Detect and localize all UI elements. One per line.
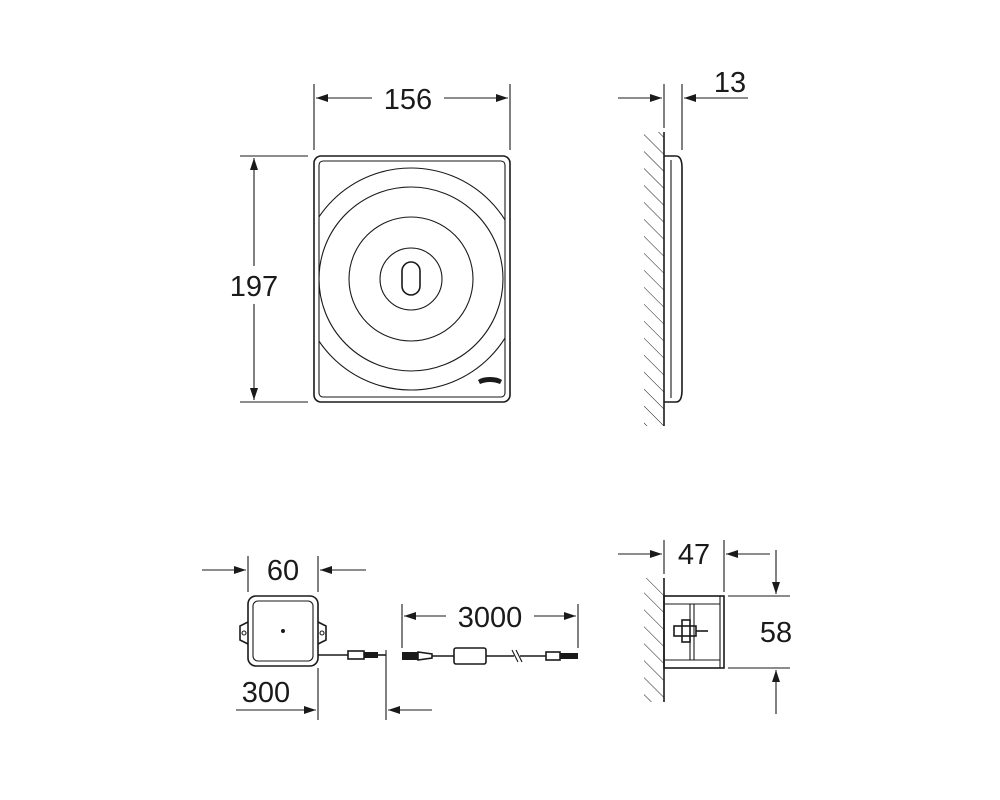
- dim-box-height: 58: [728, 550, 792, 714]
- front-view-plate: [313, 155, 511, 403]
- plate-outline: [313, 155, 511, 403]
- cable-plug-left: [402, 652, 418, 660]
- dim-label-47: 47: [678, 539, 710, 571]
- plate-inner-edge: [318, 160, 506, 398]
- dim-plate-width: 156: [313, 84, 511, 150]
- wall-hatch: [644, 132, 664, 426]
- dim-label-156: 156: [384, 84, 432, 116]
- side-view-plate: [644, 132, 683, 426]
- dim-box-depth: 47: [618, 539, 770, 592]
- outer-ring: [319, 167, 505, 391]
- dim-label-60: 60: [267, 555, 299, 587]
- box-profile: [663, 595, 725, 669]
- sensor-window: [379, 247, 443, 311]
- right-lug: [317, 621, 327, 645]
- box-front-view: [239, 595, 386, 667]
- connector-b: [364, 652, 378, 658]
- box-outline: [247, 595, 319, 667]
- box-center-mark: [281, 629, 285, 633]
- long-cable: [402, 647, 578, 665]
- dim-label-300: 300: [242, 677, 290, 709]
- left-lug: [239, 621, 249, 645]
- sensor-slot: [401, 261, 421, 296]
- cable-module: [453, 647, 487, 665]
- middle-ring: [319, 186, 504, 372]
- connector-a: [347, 650, 365, 660]
- dim-label-197: 197: [230, 271, 278, 303]
- logo-icon: [478, 377, 502, 384]
- dim-label-13: 13: [714, 67, 746, 99]
- dim-label-58: 58: [760, 617, 792, 649]
- dim-cable-short: 300: [236, 650, 432, 720]
- inner-ring: [348, 216, 474, 342]
- dim-box-width: 60: [202, 555, 366, 592]
- dim-plate-height: 197: [230, 155, 308, 403]
- cable-plug-right: [545, 651, 561, 661]
- dim-label-3000: 3000: [458, 602, 523, 634]
- box-fitting: [673, 625, 697, 637]
- wall-hatch-lower: [644, 578, 664, 702]
- dim-cable-long: 3000: [401, 602, 579, 648]
- plate-profile: [664, 155, 683, 403]
- dim-plate-depth: 13: [618, 67, 748, 150]
- box-side-view: [644, 578, 725, 702]
